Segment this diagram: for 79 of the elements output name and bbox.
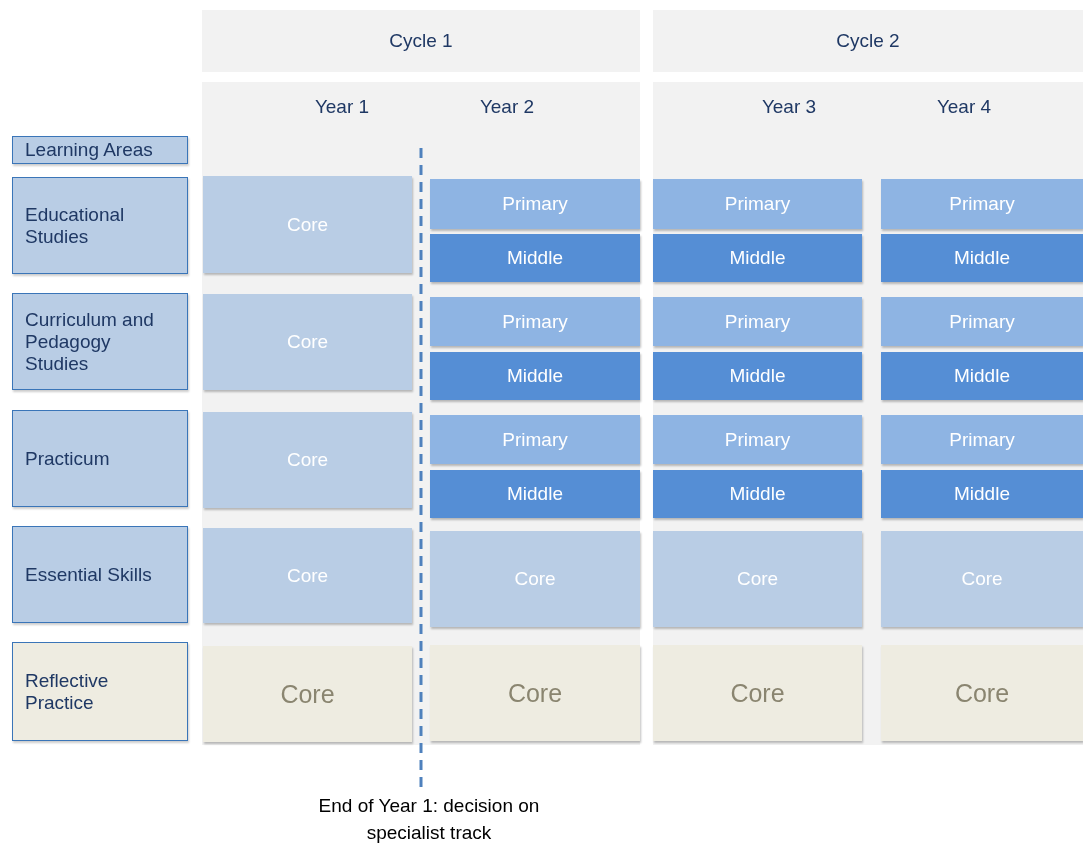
- course-block: [881, 470, 1083, 518]
- year-heading: Year 3: [760, 95, 818, 119]
- block-label: Core: [285, 563, 330, 588]
- course-block: [653, 179, 862, 229]
- block-label: Core: [279, 678, 336, 710]
- block-label: Core: [285, 448, 330, 472]
- block-label: Primary: [723, 309, 792, 334]
- block-label: Primary: [501, 427, 569, 452]
- learning-area-box: [12, 177, 188, 274]
- course-block: [203, 646, 412, 742]
- block-label: Middle: [506, 246, 564, 270]
- course-block: [203, 294, 412, 390]
- learning-area-box: [12, 293, 188, 390]
- block-label: Middle: [953, 364, 1011, 388]
- block-label: Core: [729, 677, 786, 709]
- course-block: [881, 297, 1083, 346]
- course-block: [881, 352, 1083, 400]
- course-block: [430, 415, 640, 464]
- block-label: Core: [953, 677, 1011, 709]
- block-label: Primary: [501, 192, 569, 216]
- course-block: [430, 297, 640, 346]
- course-block: [203, 528, 412, 623]
- area-label: Curriculum and Pedagogy Studies: [24, 307, 155, 376]
- course-block: [653, 531, 862, 627]
- block-label: Middle: [728, 364, 787, 388]
- year-heading: Year 1: [313, 95, 371, 119]
- area-label: Reflective Practice: [24, 668, 110, 715]
- course-block: [881, 179, 1083, 229]
- block-label: Core: [506, 677, 564, 709]
- cycle-panel: [653, 82, 1083, 745]
- course-block: [653, 352, 862, 400]
- block-label: Primary: [948, 309, 1016, 334]
- block-label: Middle: [506, 364, 564, 388]
- course-block: [203, 176, 412, 273]
- learning-area-box: [12, 642, 188, 741]
- block-label: Primary: [948, 427, 1016, 452]
- course-block: [430, 470, 640, 518]
- course-block: [430, 234, 640, 282]
- block-label: Core: [285, 212, 330, 237]
- course-block: [430, 352, 640, 400]
- course-block: [881, 415, 1083, 464]
- course-block: [653, 297, 862, 346]
- course-block: [430, 645, 640, 741]
- block-label: Core: [285, 330, 330, 354]
- block-label: Primary: [723, 427, 792, 452]
- course-block: [653, 415, 862, 464]
- course-block: [881, 234, 1083, 282]
- block-label: Core: [513, 567, 557, 591]
- block-label: Core: [960, 567, 1004, 591]
- course-block: [653, 234, 862, 282]
- note-text: End of Year 1: decision on specialist track: [317, 794, 541, 843]
- block-label: Primary: [723, 192, 792, 216]
- course-block: [881, 531, 1083, 627]
- learning-area-box: [12, 526, 188, 623]
- course-block: [203, 412, 412, 508]
- course-block: [653, 645, 862, 741]
- cycle-heading: Cycle 1: [388, 29, 454, 53]
- area-label: Practicum: [24, 446, 111, 471]
- block-label: Core: [735, 567, 780, 591]
- block-label: Middle: [506, 482, 564, 506]
- cycle-heading: Cycle 2: [835, 29, 901, 53]
- learning-area-box: [12, 410, 188, 507]
- year-heading: Year 4: [935, 95, 993, 119]
- block-label: Primary: [948, 192, 1016, 216]
- block-label: Middle: [953, 246, 1011, 270]
- block-label: Primary: [501, 309, 569, 334]
- cycle-panel: [202, 82, 640, 745]
- block-label: Middle: [953, 482, 1011, 506]
- year-heading: Year 2: [478, 95, 536, 119]
- course-block: [653, 470, 862, 518]
- block-label: Middle: [728, 482, 787, 506]
- course-block: [430, 531, 640, 627]
- area-label: Essential Skills: [24, 562, 153, 587]
- area-label: Learning Areas: [24, 138, 154, 162]
- block-label: Middle: [728, 246, 787, 270]
- area-label: Educational Studies: [24, 202, 126, 249]
- learning-area-box: [12, 136, 188, 164]
- course-block: [881, 645, 1083, 741]
- course-block: [430, 179, 640, 229]
